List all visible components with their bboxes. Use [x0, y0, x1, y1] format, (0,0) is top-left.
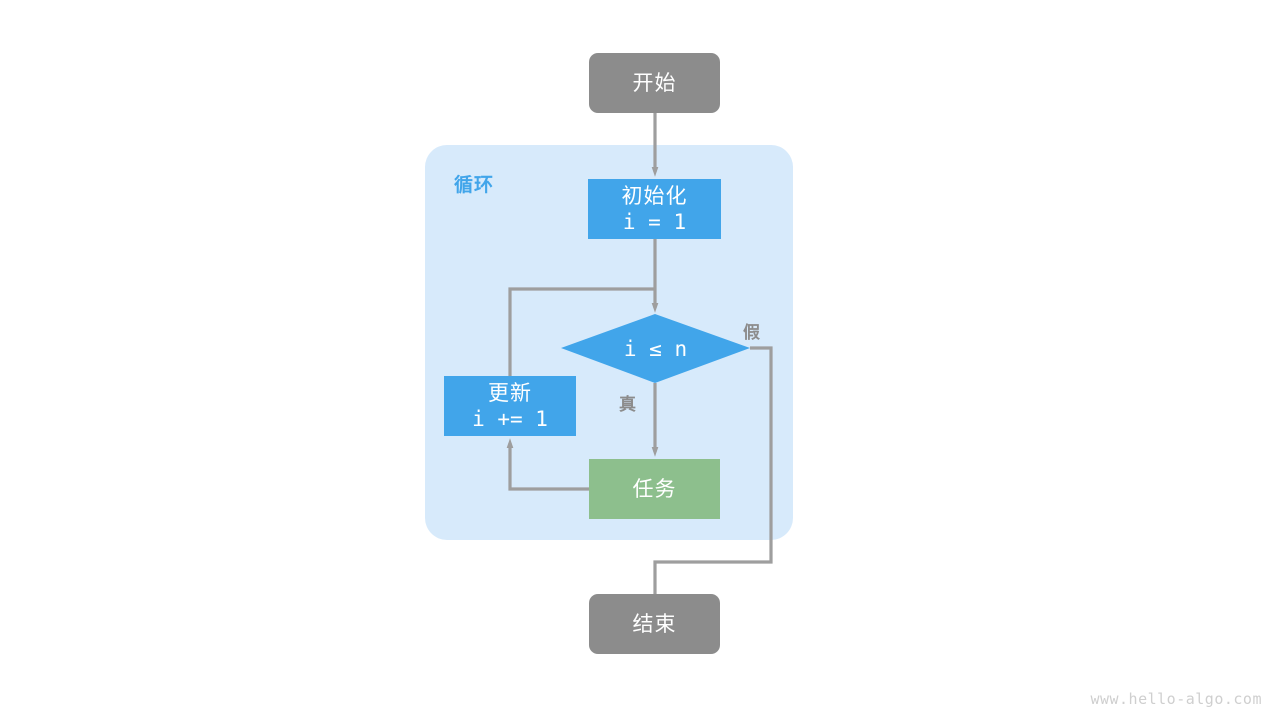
loop-group-label: 循环 [454, 175, 495, 196]
edge-update-to-condition [508, 287, 655, 376]
edge-condition-false-to-end [651, 346, 773, 619]
node-update-shape [444, 376, 576, 436]
edge-label-false: 假 [743, 323, 760, 342]
node-end-shape [589, 594, 720, 654]
edge-label-true: 真 [619, 395, 636, 414]
node-start-shape [589, 53, 720, 113]
watermark: www.hello-algo.com [1090, 690, 1262, 708]
node-task-shape [589, 459, 720, 519]
node-init-shape [588, 179, 721, 239]
edge-task-to-update [506, 438, 589, 491]
node-condition-shape [561, 314, 750, 383]
